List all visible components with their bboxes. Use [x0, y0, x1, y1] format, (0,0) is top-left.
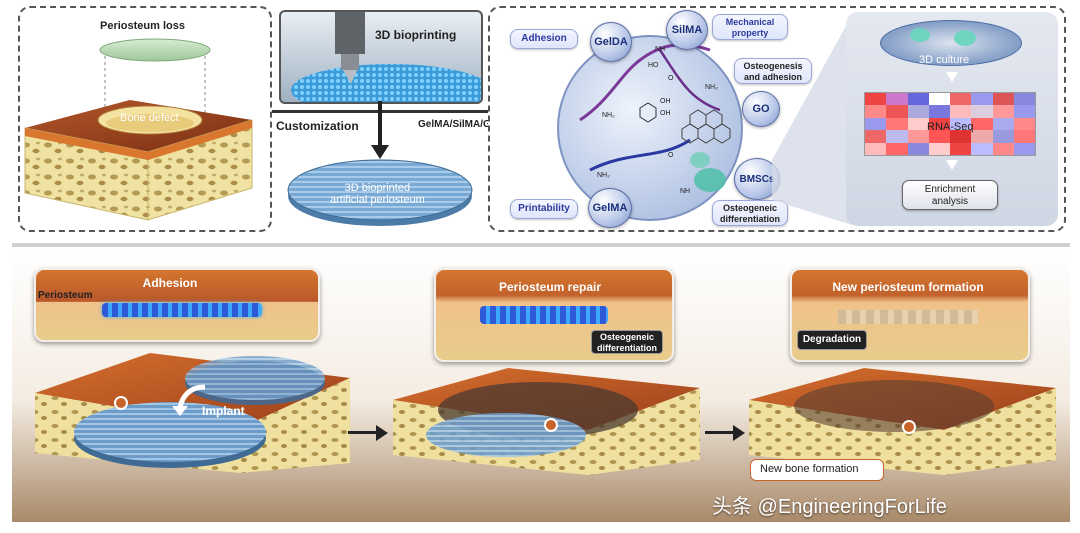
stage-arrow-2 [705, 431, 735, 434]
osteo-diff-line1: Osteogeneic [722, 203, 778, 213]
cell-icon-2 [954, 30, 976, 46]
repair-title: Periosteum repair [498, 280, 602, 294]
periosteum-tag: Periosteum [38, 290, 93, 301]
mechanical-line1: Mechanical [725, 17, 775, 27]
artificial-periosteum-label: 3D bioprinted artificial periosteum [330, 182, 425, 206]
watermark: 头条 @EngineeringForLife [712, 496, 947, 518]
artificial-periosteum-line1: 3D bioprinted [344, 182, 411, 194]
o-label-2: O [668, 152, 674, 159]
mechanical-line2: property [731, 28, 769, 38]
node-gelma: GelMA [588, 188, 632, 228]
pill-osteogenesis-adhesion: Osteogenesis and adhesion [734, 58, 812, 84]
osteo-diff-line2: differentiation [720, 214, 780, 224]
section-divider [12, 243, 1070, 247]
implant-stage-block [35, 353, 350, 473]
adhesion-title: Adhesion [142, 276, 198, 290]
rnaseq-heatmap [864, 92, 1036, 156]
down-arrow-icon [378, 101, 382, 147]
enrichment-box: Enrichment analysis [902, 180, 998, 210]
osteo-diff-callout: Osteogeneic differentiation [591, 330, 663, 354]
node-go: GO [742, 91, 780, 127]
pill-adhesion: Adhesion [510, 29, 578, 49]
customization-label: Customization [276, 119, 359, 133]
formation-stage-block [749, 368, 1056, 475]
o-label-1: O [668, 75, 674, 82]
implant-label: Implant [202, 404, 245, 418]
callout-dot-2 [544, 418, 558, 432]
nh-label-2: NH [680, 188, 691, 195]
bone-defect-block [24, 38, 253, 221]
bioprinting-photo [279, 10, 483, 104]
oh-label-2: OH [660, 110, 671, 117]
enrichment-line1: Enrichment [924, 184, 976, 195]
stage-arrow-1-head-icon [376, 425, 388, 441]
callout-dot-3 [902, 420, 916, 434]
degradation-callout: Degradation [797, 330, 867, 350]
artificial-periosteum-disk [287, 159, 473, 226]
osteo-adhesion-line1: Osteogenesis [743, 61, 803, 71]
artificial-periosteum-line2: artificial periosteum [330, 194, 425, 206]
nh-label-1: NH [655, 46, 666, 53]
down-arrow-icon-2 [946, 160, 958, 170]
nh2-label-2: NH₂ [705, 84, 718, 91]
zoom-funnel [772, 15, 852, 225]
pill-printability: Printability [510, 199, 578, 219]
repair-stage-block [393, 368, 700, 475]
connector-line [272, 110, 508, 113]
down-arrow-head-icon [371, 145, 389, 159]
new-periosteum-title: New periosteum formation [832, 280, 984, 294]
enrichment-line2: analysis [931, 196, 969, 207]
periosteum-loss-label: Periosteum loss [100, 20, 185, 32]
culture-label: 3D culture [919, 54, 970, 66]
bone-defect-label: Bone defect [120, 112, 179, 124]
rnaseq-label: RNA-Seq [927, 121, 974, 133]
osteo-diff-callout-line1: Osteogeneic [599, 332, 655, 342]
down-arrow-icon-1 [946, 72, 958, 82]
stage-arrow-2-head-icon [733, 425, 745, 441]
scaffold-strip-1 [102, 303, 262, 317]
ho-label: HO [648, 62, 659, 69]
node-gelda: GelDA [590, 22, 632, 62]
osteo-adhesion-line2: and adhesion [743, 72, 802, 82]
pill-osteogenic-diff: Osteogeneic differentiation [712, 200, 788, 226]
node-silma: SilMA [666, 10, 708, 50]
stage-arrow-1 [348, 431, 378, 434]
cell-icon-1 [910, 28, 930, 42]
scaffold-strip-2 [480, 306, 608, 324]
oh-label-1: OH [660, 98, 671, 105]
bioprinting-label: 3D bioprinting [375, 28, 457, 42]
nh2-label-3: NH₂ [597, 172, 610, 179]
nh2-label-1: NH₂ [602, 112, 615, 119]
osteo-diff-callout-line2: differentiation [597, 343, 657, 353]
new-bone-label: New bone formation [760, 463, 859, 475]
culture-dish [880, 20, 1022, 66]
degrading-strip [838, 310, 978, 324]
new-bone-box [750, 459, 884, 481]
printer-nozzle-icon [291, 12, 481, 102]
callout-dot-1 [114, 396, 128, 410]
curved-arrow-icon [172, 384, 206, 416]
pill-mechanical: Mechanical property [712, 14, 788, 40]
bioink-network-diagram [557, 35, 743, 221]
